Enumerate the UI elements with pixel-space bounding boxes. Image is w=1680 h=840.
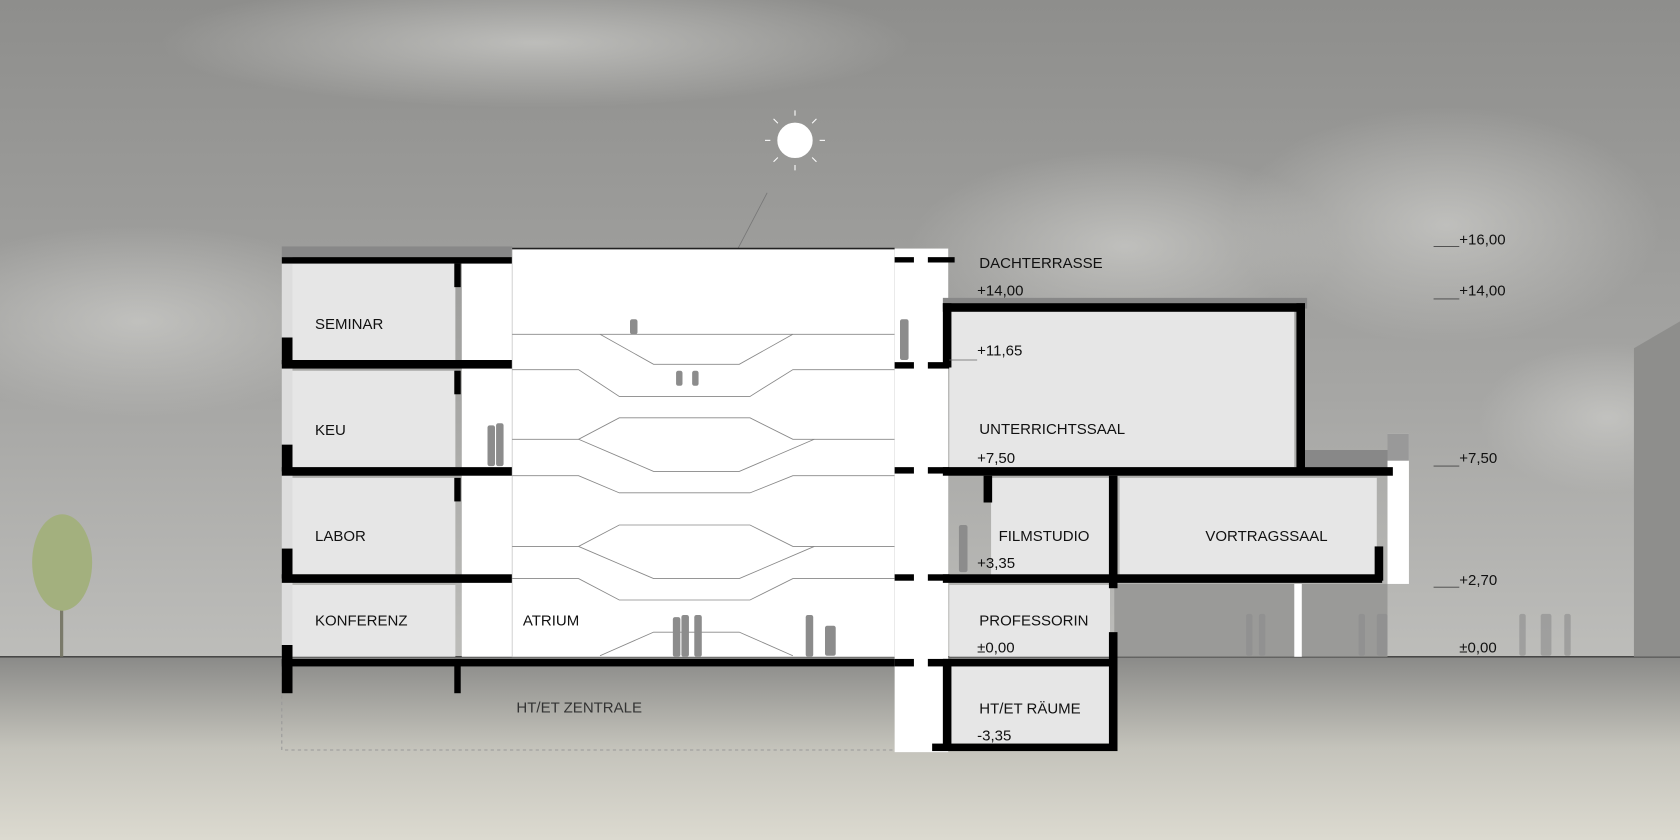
level-mark: +2,70 [1459,572,1497,589]
cloud [1232,107,1661,343]
atrium [511,248,895,658]
sun-icon [765,110,825,171]
cloud [160,0,911,108]
level-scale: +16,00 +14,00 +7,50 +2,70 ±0,00 [1433,231,1506,657]
room-level-upper: +11,65 [977,343,1022,360]
cloud [910,150,1340,343]
room-label-professorin: PROFESSORIN [979,613,1088,630]
level-mark: +7,50 [1459,450,1497,467]
cloud [1478,342,1680,493]
people-silhouettes [487,319,1571,657]
room-label-atrium: ATRIUM [523,613,579,630]
room-raeume [949,666,1110,744]
tree-icon [32,514,93,657]
room-vortragssaal [1119,477,1377,577]
room-label-zentrale: HT/ET ZENTRALE [516,700,642,717]
room-level-professorin: ±0,00 [977,640,1014,657]
room-labor [292,477,456,575]
room-label-unterrichtssaal: UNTERRICHTSSAAL [979,421,1125,438]
level-mark: +14,00 [1459,283,1505,300]
room-label-dachterrasse: DACHTERRASSE [979,255,1102,272]
ground [0,656,1680,840]
room-seminar [292,263,456,360]
level-mark: ±0,00 [1459,640,1496,657]
room-filmstudio [991,477,1109,577]
room-level-filmstudio: +3,35 [977,555,1015,572]
room-label-konferenz: KONFERENZ [315,613,408,630]
atrium-stairs [512,333,895,657]
level-mark: +16,00 [1459,231,1505,248]
room-label-filmstudio: FILMSTUDIO [999,528,1090,545]
room-unterrichtssaal [949,310,1295,468]
room-label-seminar: SEMINAR [315,316,384,333]
room-level-unterrichtssaal: +7,50 [977,450,1015,467]
room-label-vortragssaal: VORTRAGSSAAL [1205,528,1327,545]
neighbor-building [1633,321,1680,657]
room-label-labor: LABOR [315,528,366,545]
room-level-raeume: -3,35 [977,727,1011,744]
room-level-dachterrasse: +14,00 [977,283,1023,300]
cloud [0,225,375,418]
room-konferenz [292,585,456,657]
room-label-keu: KEU [315,422,346,439]
room-label-raeume: HT/ET RÄUME [979,701,1080,718]
room-keu [292,370,456,468]
room-professorin [949,585,1110,657]
